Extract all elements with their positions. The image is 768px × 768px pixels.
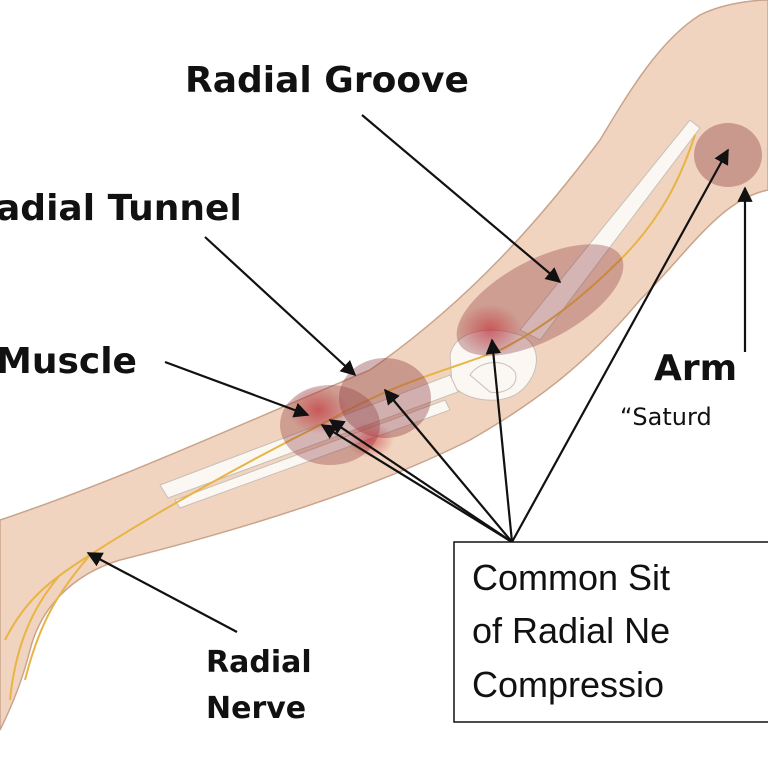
box-arrows bbox=[320, 148, 729, 543]
arrow-muscle bbox=[164, 360, 310, 418]
arrow-radial-tunnel bbox=[204, 236, 357, 377]
label-muscle: Muscle bbox=[0, 341, 137, 382]
arrow-radial-groove bbox=[361, 114, 562, 283]
label-armpit-subtitle: “Saturd bbox=[620, 403, 712, 431]
site-radial-groove bbox=[456, 244, 624, 356]
label-radial-nerve-line2: Nerve bbox=[206, 691, 306, 726]
info-box-line2: of Radial Ne bbox=[472, 610, 670, 651]
info-box-line3: Compressio bbox=[472, 664, 664, 705]
site-armpit bbox=[694, 123, 762, 187]
arrow-radial-nerve bbox=[86, 552, 238, 633]
humerus-bone bbox=[519, 119, 701, 341]
label-arrows bbox=[86, 114, 753, 633]
label-radial-nerve-line1: Radial bbox=[206, 645, 312, 680]
label-armpit: Arm bbox=[654, 348, 737, 389]
arm-silhouette bbox=[0, 0, 768, 731]
label-radial-tunnel: adial Tunnel bbox=[0, 188, 242, 229]
info-box: Common Sit of Radial Ne Compressio bbox=[453, 541, 768, 723]
label-radial-groove: Radial Groove bbox=[185, 60, 469, 101]
info-box-line1: Common Sit bbox=[472, 557, 670, 598]
